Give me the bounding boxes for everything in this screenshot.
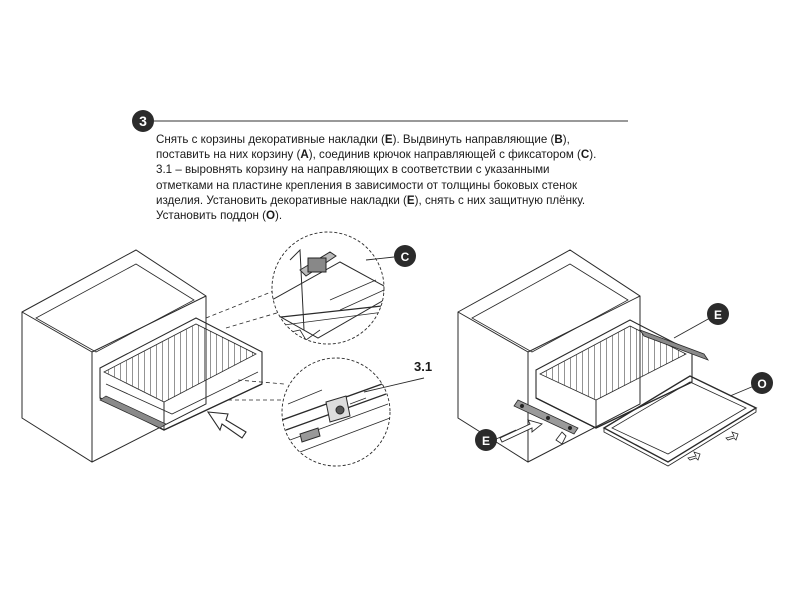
callout-o-leader bbox=[729, 385, 755, 397]
detail-31-leader bbox=[363, 377, 425, 393]
step-number-badge bbox=[132, 110, 154, 132]
decorative-trim-bottom bbox=[513, 399, 579, 435]
left-wire-basket bbox=[99, 317, 263, 431]
trim-insert-arrow-left bbox=[499, 419, 543, 443]
part-reference: A bbox=[300, 148, 309, 162]
tray-lift-arrow-right bbox=[725, 431, 739, 441]
instruction-line: Снять с корзины декоративные накладки (E… bbox=[156, 132, 626, 147]
detail-c-leader bbox=[365, 256, 395, 261]
callout-e-top: E bbox=[707, 303, 729, 325]
part-reference: C bbox=[580, 148, 590, 162]
right-cabinet-inner-opening bbox=[471, 263, 629, 353]
instruction-text: ). bbox=[275, 209, 283, 223]
callout-e-bottom-label: E bbox=[482, 434, 490, 448]
part-reference: B bbox=[554, 133, 563, 146]
instruction-text: ), bbox=[562, 133, 570, 146]
part-reference: E bbox=[384, 133, 393, 146]
right-wire-basket bbox=[535, 319, 693, 429]
tray-lift-arrow-left bbox=[687, 451, 701, 461]
left-runner-rail bbox=[99, 395, 167, 429]
instruction-line: изделия. Установить декоративные накладк… bbox=[156, 193, 626, 208]
left-cabinet-box bbox=[21, 249, 207, 463]
callout-o-label: O bbox=[757, 377, 766, 391]
callout-o: O bbox=[751, 372, 773, 394]
right-cabinet-illustration bbox=[457, 249, 758, 467]
decorative-trim-top bbox=[638, 329, 710, 361]
instruction-text: изделия. Установить декоративные накладк… bbox=[156, 193, 407, 207]
instruction-text: ), снять с них защитную плёнку. bbox=[414, 193, 586, 207]
instruction-text: ), соединив крючок направляющей с фиксат… bbox=[308, 148, 581, 162]
callout-e-bottom: E bbox=[475, 429, 497, 451]
callout-e-top-label: E bbox=[714, 308, 722, 322]
step-number: 3 bbox=[139, 113, 147, 129]
leader-to-detail-c bbox=[205, 289, 277, 319]
bottom-tray-inner bbox=[611, 381, 747, 455]
leader-to-detail-c-2 bbox=[225, 311, 281, 329]
step-header: 3 bbox=[132, 110, 628, 132]
callout-e-top-leader bbox=[673, 317, 711, 339]
instruction-text: ). Выдвинуть направляющие ( bbox=[392, 133, 555, 146]
bottom-tray-rim bbox=[603, 408, 757, 467]
part-reference: E bbox=[406, 193, 415, 207]
instruction-text: ). bbox=[589, 148, 597, 162]
insert-direction-arrow bbox=[206, 411, 247, 439]
instruction-line: поставить на них корзину (A), соединив к… bbox=[156, 147, 626, 162]
callout-c-badge bbox=[394, 245, 416, 267]
instruction-text: отметками на пластине крепления в зависи… bbox=[156, 178, 578, 192]
callout-3-1-label: 3.1 bbox=[414, 359, 432, 374]
detail-circle-c: C bbox=[271, 231, 416, 345]
leader-to-detail-31-2 bbox=[237, 379, 285, 385]
left-cabinet-illustration bbox=[21, 249, 286, 463]
trim-insert-arrow-right bbox=[555, 431, 567, 445]
part-reference: O bbox=[266, 209, 276, 223]
instruction-text: Установить поддон ( bbox=[156, 209, 267, 223]
callout-c-label: C bbox=[401, 250, 410, 264]
right-cabinet-box bbox=[457, 249, 641, 463]
callout-e-bottom-leader bbox=[493, 429, 517, 441]
detail-circle-3-1: 3.1 bbox=[281, 357, 432, 467]
left-cabinet-inner-opening bbox=[35, 263, 195, 353]
instruction-line: Установить поддон (O). bbox=[156, 208, 626, 223]
instruction-line: отметками на пластине крепления в зависи… bbox=[156, 178, 626, 193]
step-instructions: Снять с корзины декоративные накладки (E… bbox=[156, 132, 626, 223]
instruction-text: 3.1 – выровнять корзину на направляющих … bbox=[156, 163, 550, 177]
instruction-line: 3.1 – выровнять корзину на направляющих … bbox=[156, 162, 626, 177]
instruction-text: Снять с корзины декоративные накладки ( bbox=[156, 133, 385, 146]
instruction-text: поставить на них корзину ( bbox=[156, 148, 301, 162]
